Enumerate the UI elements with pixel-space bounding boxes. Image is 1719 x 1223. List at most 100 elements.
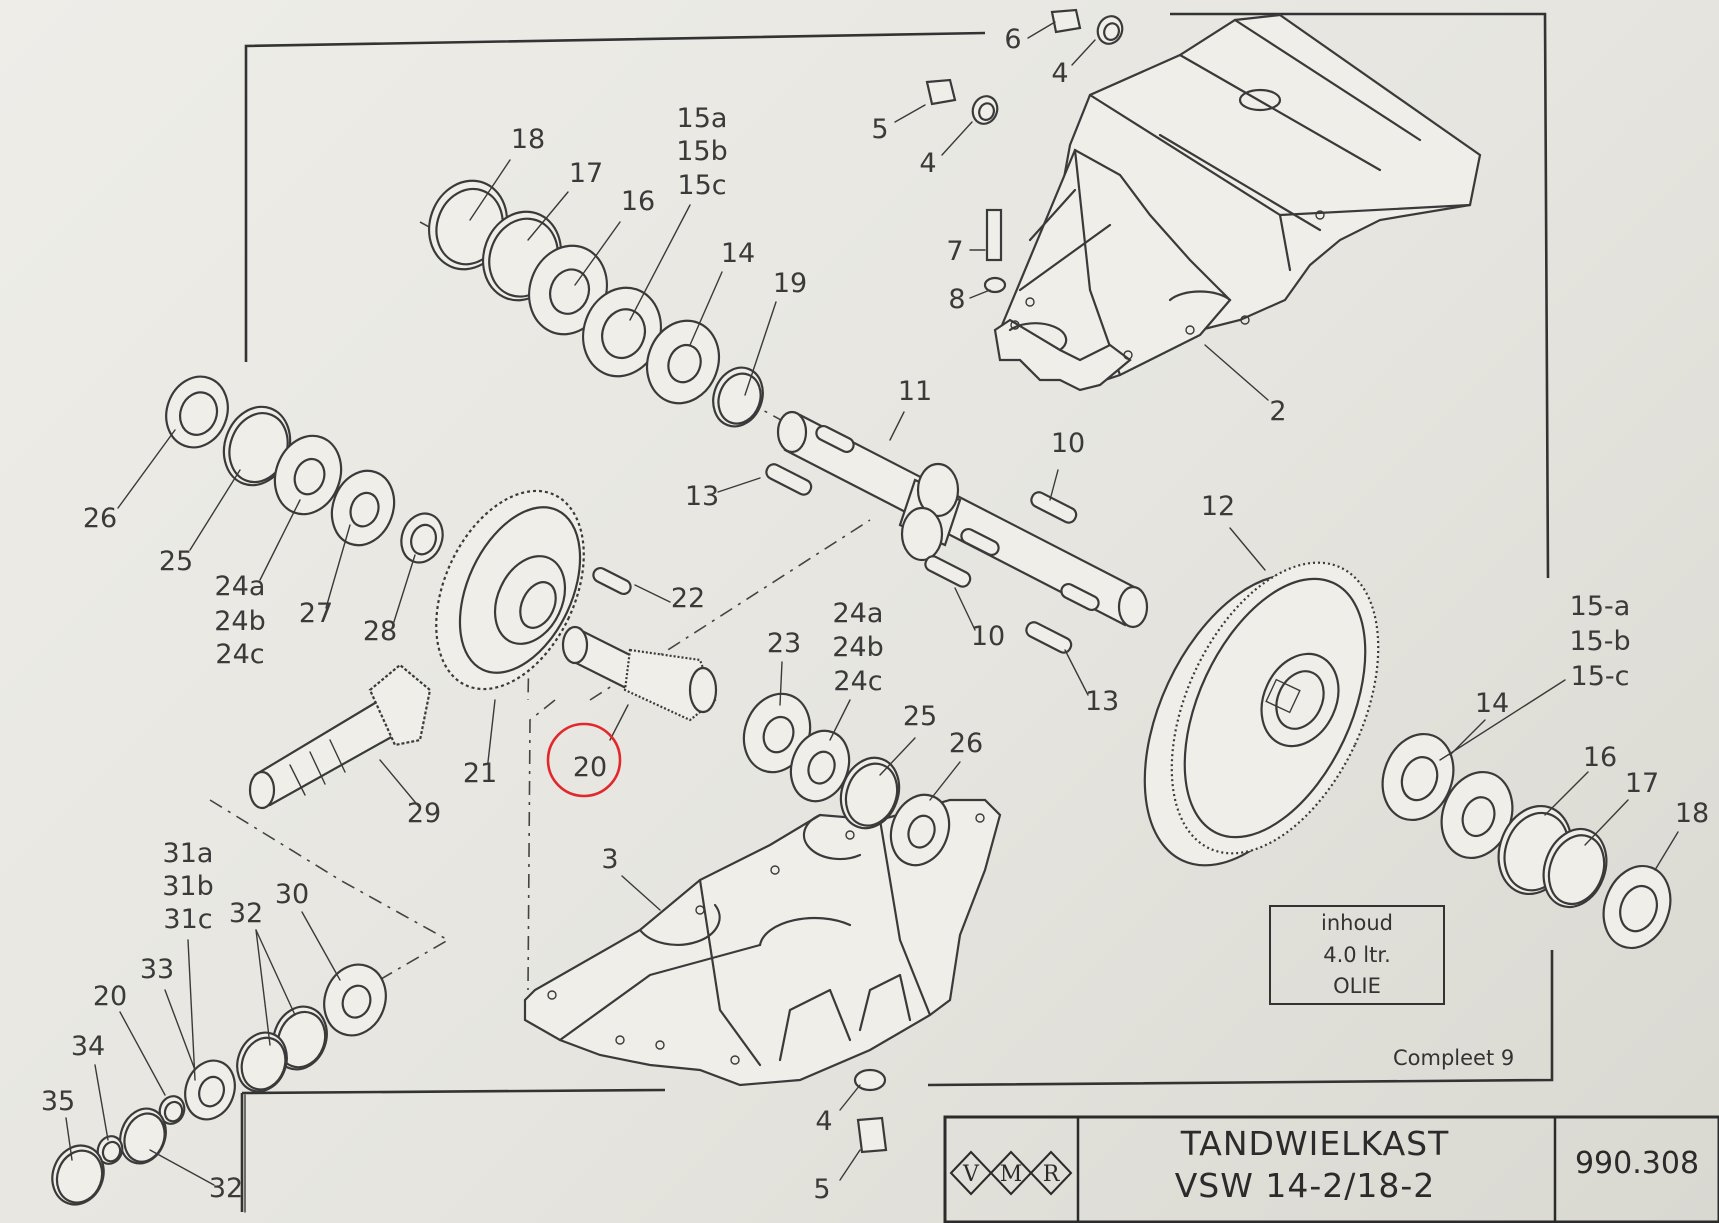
rings-and-bearings xyxy=(51,15,1672,1206)
o-ring-34 xyxy=(96,1135,124,1165)
circlip-35 xyxy=(51,1144,105,1206)
callout-8: 8 xyxy=(948,284,965,315)
callout-24c: 24c xyxy=(215,639,264,670)
callout-15b: 15b xyxy=(676,136,728,167)
callout-14: 14 xyxy=(721,238,755,269)
key-10b xyxy=(924,555,972,588)
o-ring-19 xyxy=(712,366,764,428)
housing-bottom xyxy=(523,798,1002,1087)
feather-keys xyxy=(592,463,1078,654)
key-10a xyxy=(1030,491,1078,524)
o-ring-20-bottom xyxy=(158,1095,186,1125)
callout-24c: 24c xyxy=(833,666,882,697)
callout-15-c: 15-c xyxy=(1571,661,1630,692)
frame-lines xyxy=(240,12,1554,1212)
ring-31 xyxy=(236,1031,288,1093)
pinion-shaft-29 xyxy=(248,663,432,810)
callout-20: 20 xyxy=(93,981,127,1012)
callout-31b: 31b xyxy=(162,871,214,902)
callout-25: 25 xyxy=(903,701,937,732)
leader-lines xyxy=(65,21,1679,1213)
callout-20: 20 xyxy=(573,752,607,783)
logo-letter-v: V xyxy=(962,1162,980,1187)
callout-25: 25 xyxy=(159,546,193,577)
callout-3: 3 xyxy=(601,844,618,875)
oil-capacity-box: inhoud 4.0 ltr. OLIE xyxy=(1269,905,1445,1005)
callout-30: 30 xyxy=(275,879,309,910)
callout-22: 22 xyxy=(671,583,705,614)
callout-31a: 31a xyxy=(163,838,214,869)
callout-15a: 15a xyxy=(677,103,728,134)
shaft-11 xyxy=(776,410,1149,629)
callout-17: 17 xyxy=(569,158,603,189)
plug-6 xyxy=(1050,8,1082,34)
callout-5: 5 xyxy=(871,114,888,145)
callout-13: 13 xyxy=(685,481,719,512)
bearing-27 xyxy=(330,469,396,547)
callout-5: 5 xyxy=(813,1174,830,1205)
circlip-25-right xyxy=(839,756,901,830)
highlight-circle-part-20 xyxy=(546,722,622,798)
oil-box-line2: 4.0 ltr. xyxy=(1323,943,1391,967)
callout-24b: 24b xyxy=(214,606,266,637)
logo-letter-m: M xyxy=(1000,1162,1023,1187)
callout-24b: 24b xyxy=(832,632,884,663)
callout-24a: 24a xyxy=(215,571,266,602)
callout-26: 26 xyxy=(83,503,117,534)
bolt-7 xyxy=(985,208,1003,262)
callout-15c: 15c xyxy=(677,170,726,201)
complete-note: Compleet 9 xyxy=(1393,1046,1514,1070)
callout-18: 18 xyxy=(511,124,545,155)
callout-13: 13 xyxy=(1085,686,1119,717)
callout-34: 34 xyxy=(71,1031,105,1062)
bearing-14-top xyxy=(646,319,720,405)
key-13b xyxy=(1025,621,1073,654)
washer-8 xyxy=(983,276,1007,294)
circlip-32b xyxy=(119,1107,167,1165)
o-ring-4-mid xyxy=(971,95,999,125)
key-22 xyxy=(592,566,632,596)
callout-15-a: 15-a xyxy=(1570,591,1631,622)
plug-5-bottom xyxy=(856,1116,888,1154)
shim-24-left xyxy=(273,434,343,516)
callout-19: 19 xyxy=(773,268,807,299)
callout-16: 16 xyxy=(621,186,655,217)
spur-gear-12 xyxy=(1143,561,1380,867)
callout-32: 32 xyxy=(209,1173,243,1204)
callout-28: 28 xyxy=(363,616,397,647)
drawing-number: 990.308 xyxy=(1575,1146,1699,1181)
part-callouts: 645418171615a15b15c1419782111310262524a2… xyxy=(41,24,1709,1205)
callout-24a: 24a xyxy=(833,598,884,629)
bearing-14-right xyxy=(1381,732,1455,822)
bevel-gear-21 xyxy=(435,489,585,691)
callout-14: 14 xyxy=(1475,688,1509,719)
circlip-17-right xyxy=(1542,827,1608,909)
seal-18-right xyxy=(1602,864,1672,950)
callout-29: 29 xyxy=(407,798,441,829)
callout-16: 16 xyxy=(1583,742,1617,773)
bearing-30 xyxy=(323,963,387,1037)
callout-33: 33 xyxy=(140,954,174,985)
callout-17: 17 xyxy=(1625,768,1659,799)
callout-4: 4 xyxy=(919,148,936,179)
callout-15-b: 15-b xyxy=(1569,626,1630,657)
pinion-20 xyxy=(561,625,718,722)
o-ring-4-top xyxy=(1096,15,1124,45)
oil-box-line1: inhoud xyxy=(1321,911,1393,935)
callout-6: 6 xyxy=(1004,24,1021,55)
oil-box-line3: OLIE xyxy=(1333,974,1381,998)
callout-2: 2 xyxy=(1269,396,1286,427)
callout-10: 10 xyxy=(971,621,1005,652)
cap-26-left xyxy=(165,375,229,449)
callout-7: 7 xyxy=(946,236,963,267)
circlip-25-left xyxy=(222,405,292,487)
vmr-logo: V M R xyxy=(949,1150,1073,1196)
callout-12: 12 xyxy=(1201,491,1235,522)
callout-35: 35 xyxy=(41,1086,75,1117)
drawing-title: TANDWIELKAST xyxy=(1180,1124,1450,1163)
spacer-28 xyxy=(400,512,444,564)
callout-21: 21 xyxy=(463,758,497,789)
drawing-subtitle: VSW 14-2/18-2 xyxy=(1175,1166,1436,1205)
bearing-33 xyxy=(184,1059,236,1121)
